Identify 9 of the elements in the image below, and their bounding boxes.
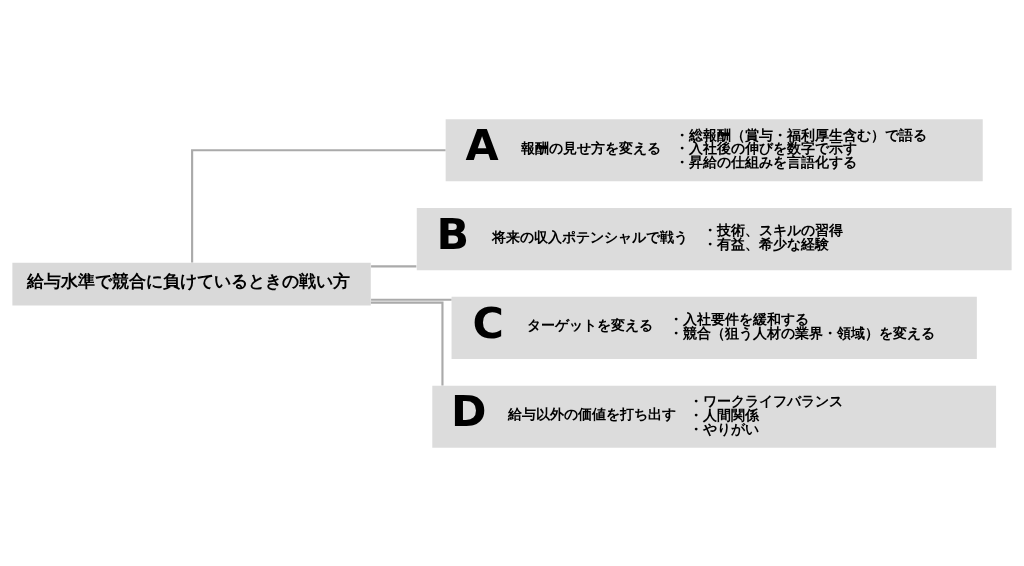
connector: [370, 301, 444, 385]
node-box: D 給与以外の価値を打ち出す ・ワークライフバランス ・人間関係 ・やりがい: [432, 385, 997, 448]
connector: [371, 264, 417, 267]
node-box: A 報酬の見せ方を変える ・総報酬（賞与・福利厚生含む）で語る ・入社後の伸びを数字で示す ・昇給の仕組みを言語化する: [445, 118, 983, 181]
connector: [191, 148, 446, 263]
connector: [371, 298, 452, 301]
node-box: C ターゲットを変える ・入社要件を緩和する ・競合（狙う人材の業界・領域）を変える: [451, 296, 977, 359]
node-box: 給与水準で競合に負けているときの戦い方: [12, 262, 371, 305]
node-box: B 将来の収入ポテンシャルで戦う ・技術、スキルの習得 ・有益、希少な経験: [416, 207, 1012, 270]
